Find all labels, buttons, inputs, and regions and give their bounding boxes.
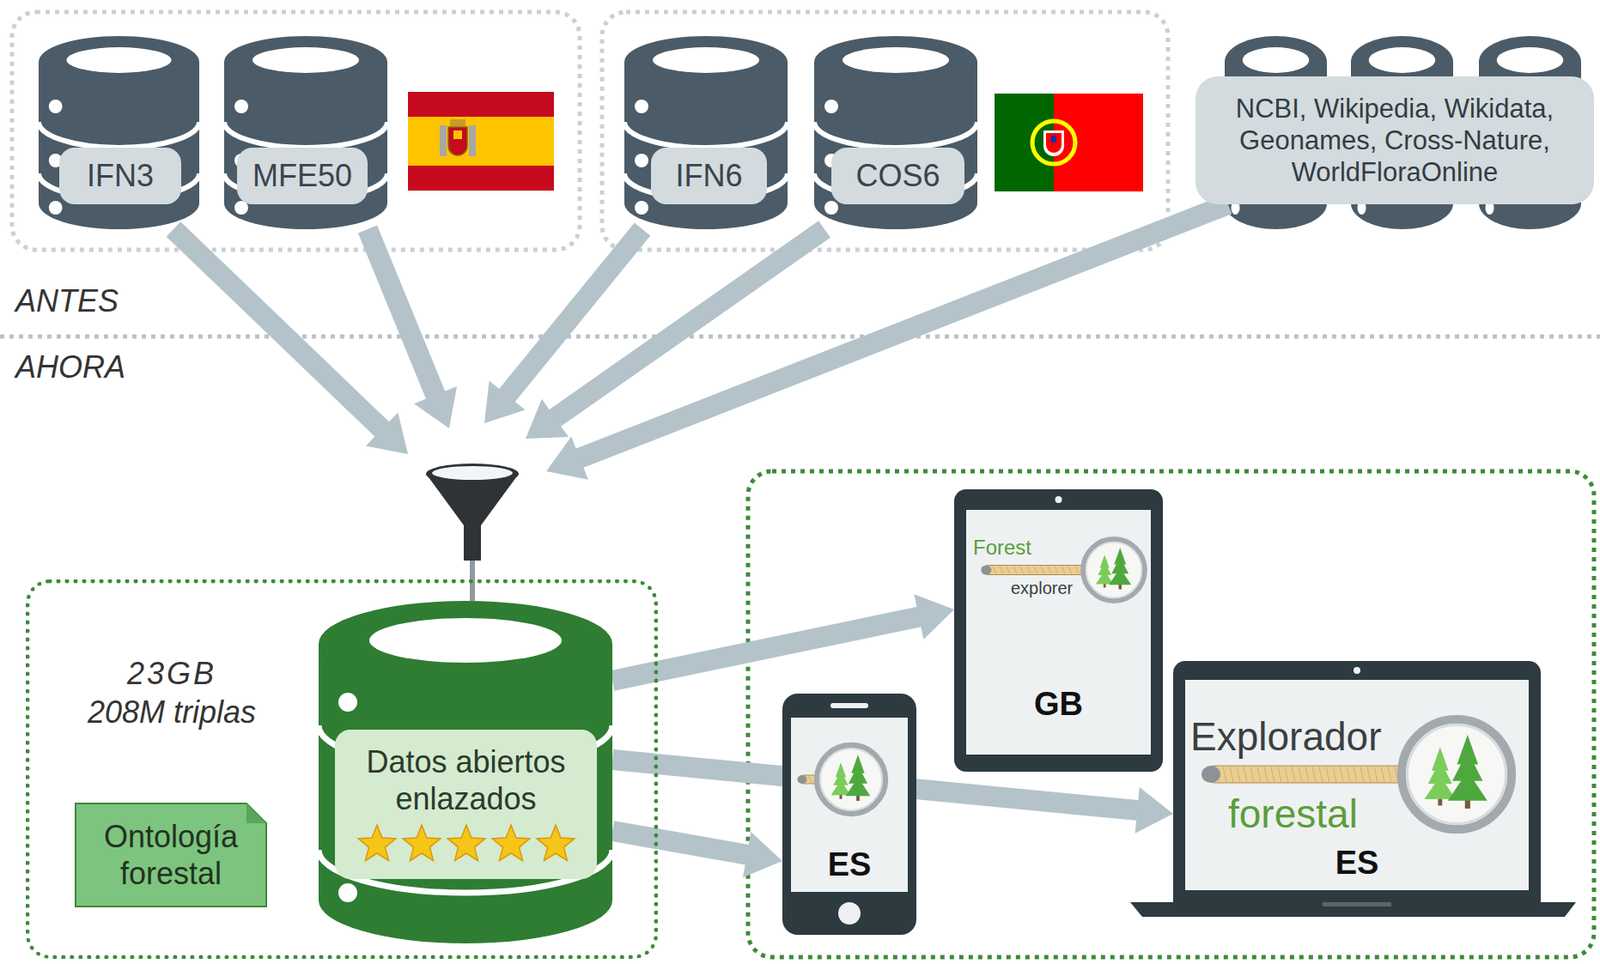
ontology-document: Ontología forestal: [74, 803, 268, 908]
device-screen: Forest explorerGB: [966, 510, 1151, 755]
language-code: ES: [1185, 845, 1529, 883]
flow-arrow: [173, 229, 473, 602]
portugal-flag: [994, 93, 1144, 192]
spain-group: [12, 12, 580, 250]
label-pill: COS6: [831, 147, 965, 205]
spain-flag: [407, 91, 554, 191]
language-code: GB: [966, 686, 1151, 724]
label-pill: IFN6: [650, 147, 767, 205]
ontology-label: Ontología forestal: [86, 818, 256, 893]
app-name: Explorador: [1190, 714, 1529, 761]
phone-device: ES: [782, 693, 917, 936]
size-note: 23GB 208M triplas: [85, 654, 259, 732]
flow-arrow: [612, 831, 783, 878]
flow-arrow: [472, 229, 825, 602]
magnifier-logo: [797, 745, 887, 815]
label-pill: MFE50: [237, 147, 368, 205]
era-label: AHORA: [15, 349, 126, 386]
laptop-device: Explorador forestalES: [1173, 661, 1541, 903]
document-outline: [74, 803, 268, 908]
era-separator: [0, 334, 1600, 340]
app-name: forestal: [1228, 791, 1529, 838]
database-cylinder: IFN6: [624, 36, 788, 230]
app-name: Forest: [973, 535, 1151, 560]
database-cylinder: COS6: [814, 36, 978, 230]
app-name: explorer: [1010, 578, 1151, 599]
five-star-rating: [353, 822, 579, 866]
device-screen: ES: [790, 717, 908, 893]
linked-data-group: 23GB 208M triplasOntología forestal Datos…: [25, 579, 658, 960]
dataset-name: MFE50: [252, 158, 353, 195]
portugal-group: [602, 12, 1169, 250]
device-screen: Explorador forestalES: [1185, 680, 1529, 891]
flow-arrow: [367, 229, 473, 602]
laptop-base: [1130, 902, 1576, 918]
flow-arrow: [612, 594, 955, 682]
apps-group: [748, 471, 1594, 958]
tablet-device: Forest explorerGB: [954, 489, 1163, 773]
store-panel: Datos abiertos enlazados: [334, 730, 597, 880]
external-sources-box: NCBI, Wikipedia, Wikidata, Geonames, Cro…: [1195, 76, 1594, 205]
linked-data-store: Datos abiertos enlazados: [318, 601, 613, 944]
dataset-name: COS6: [855, 158, 940, 195]
database-cylinder: MFE50: [224, 36, 388, 230]
dataset-name: IFN3: [86, 158, 154, 195]
store-label: Datos abiertos enlazados: [343, 743, 589, 818]
label-pill: IFN3: [59, 147, 182, 205]
era-label: ANTES: [15, 283, 119, 320]
language-code: ES: [790, 846, 908, 885]
database-cylinder: IFN3: [38, 36, 200, 230]
source-list: NCBI, Wikipedia, Wikidata, Geonames, Cro…: [1212, 92, 1577, 189]
flow-arrow: [472, 204, 1229, 602]
funnel-icon: [425, 463, 519, 561]
dataset-name: IFN6: [675, 158, 743, 195]
